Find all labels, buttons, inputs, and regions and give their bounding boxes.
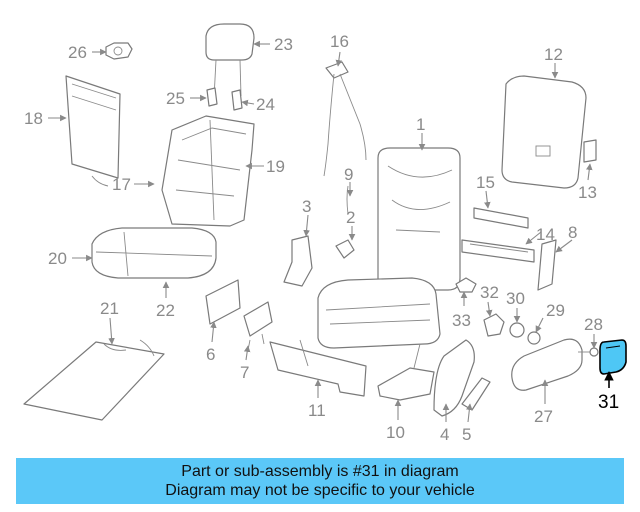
part-10-shield	[377, 367, 435, 401]
callout-2[interactable]: 2	[346, 208, 355, 227]
part-15-bracket	[473, 207, 529, 229]
part-7-bracket	[243, 301, 273, 351]
part-21-floor-mat	[23, 339, 165, 421]
part-13-latch-cover	[583, 139, 597, 163]
callout-32[interactable]: 32	[480, 283, 499, 302]
seat-parts-diagram: 1 2 3 4 5 6 7 8 9 10 11 12 13 14 15 16 1…	[23, 23, 627, 444]
callout-20[interactable]: 20	[48, 249, 67, 268]
callout-28[interactable]: 28	[584, 315, 603, 334]
leader-lines	[48, 40, 614, 423]
part-16-cable	[323, 61, 367, 177]
part-1-seat-frame	[299, 147, 461, 369]
part-23-headrest	[205, 23, 255, 99]
part-19-seatback-frame	[161, 115, 255, 227]
callout-6[interactable]: 6	[206, 345, 215, 364]
callout-16[interactable]: 16	[330, 32, 349, 51]
callout-22[interactable]: 22	[156, 301, 175, 320]
callout-29[interactable]: 29	[546, 301, 565, 320]
callout-23[interactable]: 23	[274, 35, 293, 54]
callout-33[interactable]: 33	[452, 311, 471, 330]
part-33-clip	[455, 277, 477, 293]
callout-17[interactable]: 17	[112, 175, 131, 194]
callout-7[interactable]: 7	[240, 363, 249, 382]
callout-19[interactable]: 19	[266, 157, 285, 176]
callout-8[interactable]: 8	[568, 223, 577, 242]
part-24-guide	[231, 89, 243, 111]
part-32-bracket	[483, 313, 505, 337]
callout-10[interactable]: 10	[386, 423, 405, 442]
callout-13[interactable]: 13	[578, 183, 597, 202]
part-8-side-bracket	[537, 239, 557, 291]
part-29-knob	[527, 331, 541, 345]
callout-9[interactable]: 9	[344, 165, 353, 184]
callout-12[interactable]: 12	[544, 45, 563, 64]
part-27-armrest	[511, 338, 583, 391]
part-4-side-cover	[433, 339, 475, 417]
callout-18[interactable]: 18	[24, 109, 43, 128]
callout-30[interactable]: 30	[506, 289, 525, 308]
callout-24[interactable]: 24	[256, 95, 275, 114]
callout-26[interactable]: 26	[68, 43, 87, 62]
callout-3[interactable]: 3	[302, 197, 311, 216]
part-31-armrest-cover-highlighted	[599, 339, 627, 375]
callout-31[interactable]: 31	[598, 392, 619, 413]
info-banner: Part or sub-assembly is #31 in diagram D…	[16, 458, 624, 504]
part-20-seat-cushion	[91, 227, 217, 279]
part-30-knob	[509, 322, 525, 338]
part-11-lower-trim	[269, 341, 367, 397]
callout-14[interactable]: 14	[536, 225, 555, 244]
part-26-clip	[105, 42, 133, 60]
callout-25[interactable]: 25	[166, 89, 185, 108]
callout-1[interactable]: 1	[416, 115, 425, 134]
banner-line-2: Diagram may not be specific to your vehi…	[165, 482, 475, 499]
part-18-back-panel	[65, 75, 121, 187]
part-6-side-trim	[205, 279, 241, 325]
callout-labels: 1 2 3 4 5 6 7 8 9 10 11 12 13 14 15 16 1…	[24, 32, 619, 444]
part-25-guide	[206, 87, 218, 107]
callout-27[interactable]: 27	[534, 407, 553, 426]
part-12-seatback-cover	[501, 75, 587, 189]
banner-line-1: Part or sub-assembly is #31 in diagram	[181, 463, 459, 480]
part-3-hinge-bracket	[283, 235, 313, 287]
part-9-rod	[346, 185, 349, 215]
callout-5[interactable]: 5	[462, 425, 471, 444]
part-14-rail	[461, 239, 535, 263]
callout-11[interactable]: 11	[308, 401, 326, 420]
callout-15[interactable]: 15	[476, 173, 495, 192]
callout-4[interactable]: 4	[440, 425, 449, 444]
callout-21[interactable]: 21	[100, 299, 119, 318]
part-2-handle	[335, 239, 355, 259]
